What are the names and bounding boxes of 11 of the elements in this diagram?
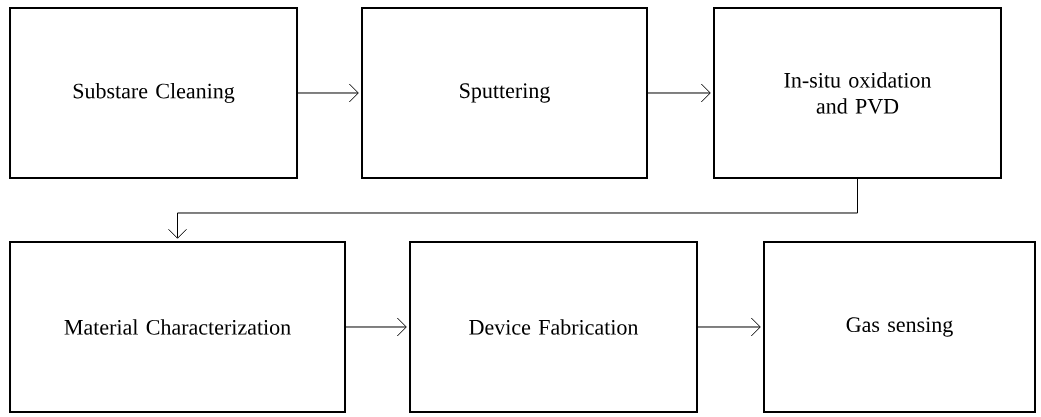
arrow — [168, 178, 858, 239]
arrow — [647, 83, 711, 103]
process-box: Device Fabrication — [409, 241, 698, 413]
process-box: Material Characterization — [9, 241, 346, 413]
process-box: In-situ oxidation and PVD — [713, 7, 1002, 179]
process-box: Substare Cleaning — [9, 7, 298, 179]
arrow — [345, 317, 407, 337]
process-box: Gas sensing — [763, 241, 1036, 413]
process-box: Sputtering — [361, 7, 648, 179]
arrow — [697, 317, 761, 337]
arrow — [297, 83, 359, 103]
